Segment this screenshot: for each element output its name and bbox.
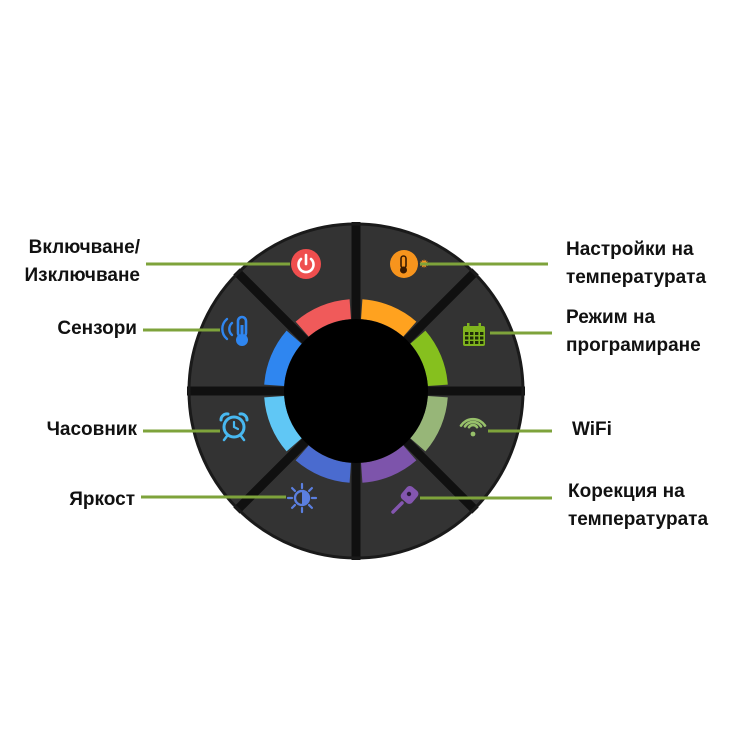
arc-brightness [295, 445, 351, 483]
arc-temp-settings [361, 299, 417, 337]
wifi-icon [459, 417, 487, 437]
label-temp-settings-line2: температурата [566, 267, 707, 288]
label-sensors-line1: Сензори [57, 318, 137, 339]
dial: ✹ [187, 222, 525, 560]
label-program: Режим на програмиране [566, 304, 701, 360]
power-icon [291, 249, 321, 279]
label-temp-correction-line2: температурата [568, 509, 709, 530]
dial-center [284, 319, 428, 463]
label-temp-settings: Настройки на температурата [566, 236, 706, 292]
arc-wifi [410, 396, 448, 452]
arc-temp-correction [361, 445, 417, 483]
alarm-clock-icon [219, 412, 249, 442]
sensor-thermometer-icon [221, 315, 248, 346]
calendar-icon [463, 323, 485, 346]
label-brightness-line1: Яркост [69, 489, 135, 510]
arc-power [295, 299, 351, 337]
label-wifi: WiFi [572, 416, 612, 444]
brightness-icon [286, 482, 318, 514]
leader-lines [141, 262, 552, 500]
segment-divider [233, 437, 310, 514]
label-clock-line1: Часовник [46, 419, 137, 440]
segment-divider [402, 268, 479, 345]
label-power-line1: Включване/ [28, 237, 140, 258]
dial-rim [187, 222, 525, 560]
label-sensors: Сензори [0, 315, 137, 343]
arc-program [410, 330, 448, 386]
label-program-line2: програмиране [566, 335, 701, 356]
arc-clock [264, 396, 302, 452]
label-brightness: Яркост [0, 486, 135, 514]
label-power-line2: Изключване [24, 265, 140, 286]
label-clock: Часовник [0, 416, 137, 444]
label-program-line1: Режим на [566, 307, 656, 328]
label-temp-correction-line1: Корекция на [568, 481, 685, 502]
arc-sensors [264, 330, 302, 386]
label-wifi-line1: WiFi [572, 419, 612, 440]
temperature-probe-icon [391, 485, 419, 514]
label-temp-settings-line1: Настройки на [566, 239, 694, 260]
segment-divider [233, 268, 310, 345]
label-temp-correction: Корекция на температурата [568, 478, 708, 534]
label-power: Включване/ Изключване [0, 234, 140, 290]
